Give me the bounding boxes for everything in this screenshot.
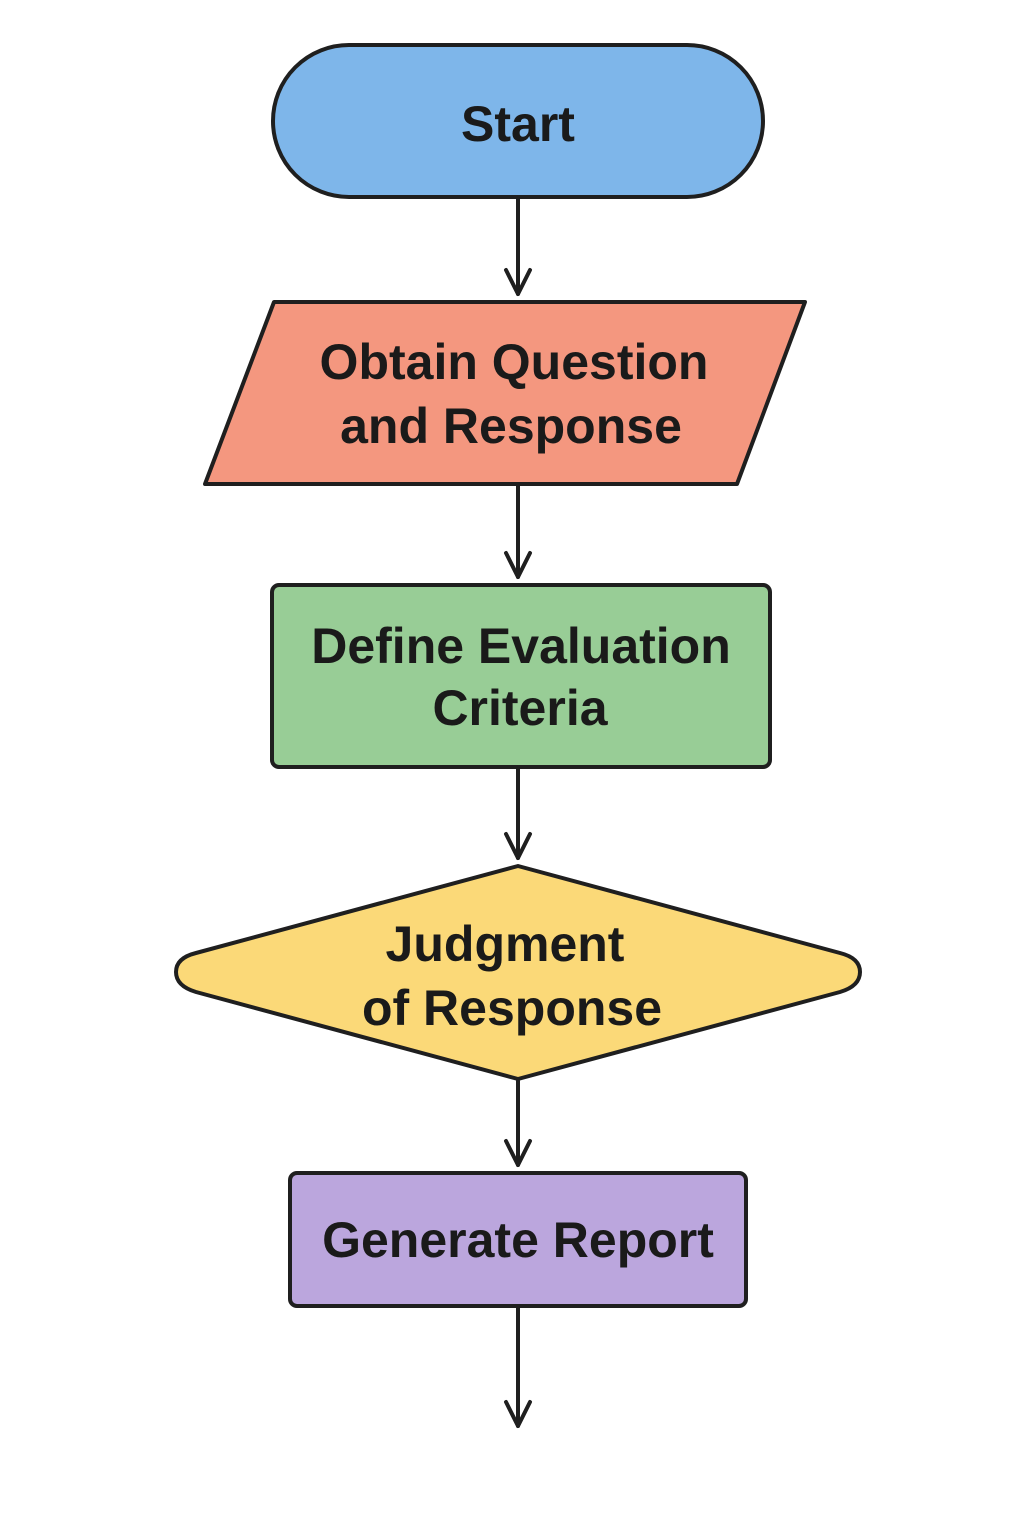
arrow-head-icon <box>504 1139 532 1167</box>
connector-obtain-to-define <box>504 484 532 579</box>
start-label: Start <box>461 96 575 152</box>
arrow-head-icon <box>504 832 532 860</box>
report-label: Generate Report <box>322 1212 714 1268</box>
judgment-label-line-1: Judgment <box>386 916 625 972</box>
node-obtain-question-and-response: Obtain Question and Response <box>203 300 807 486</box>
define-label-line-2: Criteria <box>432 680 608 736</box>
node-define-evaluation-criteria: Define Evaluation Criteria <box>270 583 772 769</box>
node-start: Start <box>271 43 765 199</box>
connector-define-to-judgment <box>504 767 532 860</box>
node-judgment-of-response: Judgment of Response <box>174 864 862 1081</box>
define-process-shape <box>270 583 772 769</box>
node-generate-report: Generate Report <box>288 1171 748 1308</box>
connector-start-to-obtain <box>504 197 532 296</box>
connector-judgment-to-report <box>504 1079 532 1167</box>
arrow-head-icon <box>504 268 532 296</box>
obtain-label-line-2: and Response <box>340 398 682 454</box>
arrow-head-icon <box>504 551 532 579</box>
judgment-decision-shape <box>174 864 862 1081</box>
judgment-label-line-2: of Response <box>362 980 662 1036</box>
connector-report-to-end <box>504 1306 532 1428</box>
obtain-label-line-1: Obtain Question <box>320 334 709 390</box>
define-label-line-1: Define Evaluation <box>311 618 731 674</box>
arrow-head-icon <box>504 1400 532 1428</box>
obtain-input-shape <box>203 300 807 486</box>
